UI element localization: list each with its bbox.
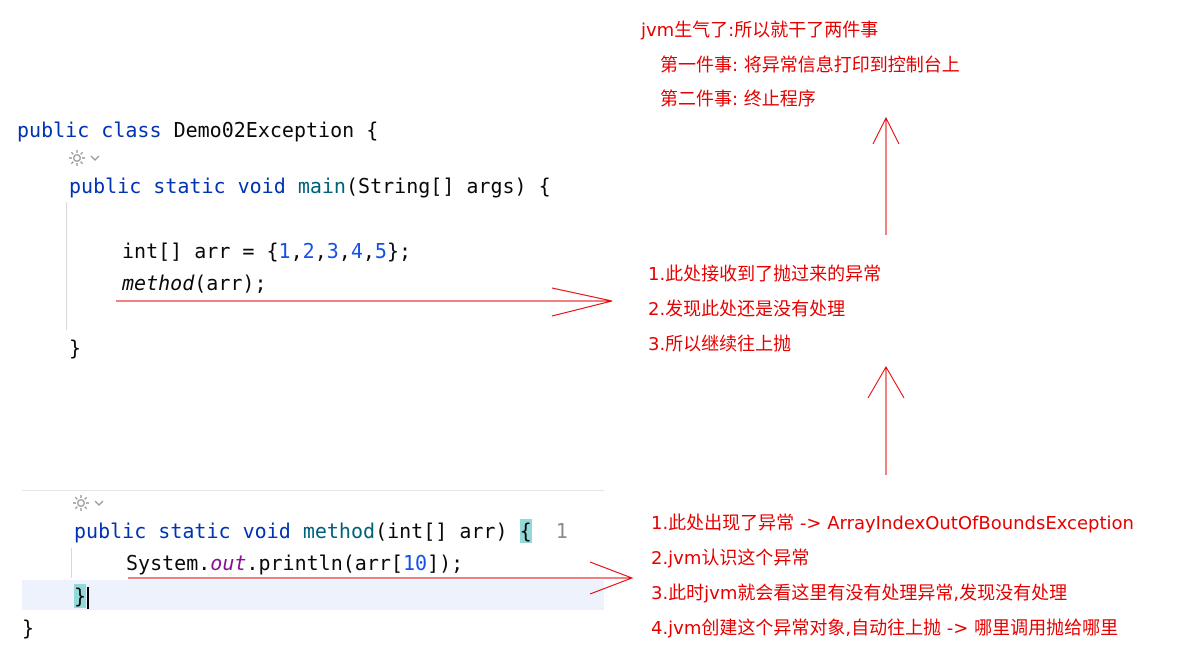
note-bottom-item4: 4.jvm创建这个异常对象,自动往上抛 -> 哪里调用抛给哪里	[651, 618, 1119, 639]
note-top-item2: 第二件事: 终止程序	[660, 89, 816, 110]
system-class: System.	[126, 551, 211, 575]
gear-hint-icon	[69, 150, 85, 166]
note-middle-item1: 1.此处接收到了抛过来的异常	[648, 264, 882, 285]
keyword-static: static	[153, 174, 226, 198]
keyword-public: public	[69, 174, 142, 198]
number-literal: 5	[374, 239, 387, 263]
upper-class-declaration[interactable]: public class Demo02Exception {	[17, 118, 378, 142]
lower-method-closing-brace[interactable]: }	[74, 584, 90, 609]
note-bottom-item2: 2.jvm认识这个异常	[651, 548, 810, 569]
note-bottom-item1: 1.此处出现了异常 -> ArrayIndexOutOfBoundsExcept…	[651, 513, 1134, 534]
indent-guide	[71, 548, 72, 578]
number-literal: 4	[350, 239, 363, 263]
closing-brace: }	[22, 616, 35, 640]
chevron-down-icon	[90, 155, 100, 161]
upper-hint-widget[interactable]	[66, 148, 102, 168]
method-call-name: method	[122, 271, 195, 295]
matched-brace-close: }	[74, 584, 87, 608]
note-middle-item2: 2.发现此处还是没有处理	[648, 299, 846, 320]
main-params: (String[] args) {	[345, 174, 551, 198]
arrow-up-upper-head	[872, 116, 900, 145]
note-top-item1: 第一件事: 将异常信息打印到控制台上	[660, 55, 960, 76]
closing-brace: }	[69, 336, 82, 360]
upper-array-declaration[interactable]: int[] arr = {1,2,3,4,5};	[122, 239, 412, 263]
lower-class-closing-brace[interactable]: }	[22, 616, 34, 640]
text-caret	[87, 586, 90, 609]
lower-println-statement[interactable]: System.out.println(arr[10]);	[126, 551, 463, 575]
keyword-void: void	[242, 519, 291, 543]
upper-main-signature[interactable]: public static void main(String[] args) {	[69, 174, 551, 198]
keyword-public: public	[17, 118, 90, 142]
index-literal: 10	[402, 551, 428, 575]
keyword-class: class	[101, 118, 162, 142]
static-field-out: out	[210, 551, 247, 575]
keyword-void: void	[237, 174, 286, 198]
method-call-args: (arr);	[194, 271, 267, 295]
arrow-right-lower-head	[589, 561, 634, 595]
keyword-public: public	[74, 519, 147, 543]
array-decl-end: };	[386, 239, 412, 263]
gear-hint-icon	[73, 495, 89, 511]
arrow-up-lower-head	[867, 366, 905, 399]
number-literal: 1	[278, 239, 291, 263]
usages-count[interactable]: 1	[555, 519, 568, 543]
note-middle-item3: 3.所以继续往上抛	[648, 334, 792, 355]
method-params: (int[] arr)	[375, 519, 520, 543]
arrow-right-upper-head	[551, 287, 613, 317]
current-line-highlight	[22, 580, 604, 610]
keyword-static: static	[158, 519, 231, 543]
class-name: Demo02Exception {	[173, 118, 379, 142]
editor-section-separator	[22, 490, 604, 491]
note-top-title: jvm生气了:所以就干了两件事	[641, 20, 879, 41]
matched-brace-open: {	[519, 519, 532, 543]
println-call: .println(arr[	[246, 551, 403, 575]
method-name-main: main	[297, 174, 346, 198]
array-decl-start: int[] arr = {	[122, 239, 279, 263]
lower-method-signature[interactable]: public static void method(int[] arr) { 1	[74, 519, 568, 543]
upper-method-call[interactable]: method(arr);	[122, 271, 267, 295]
method-name-method: method	[302, 519, 376, 543]
number-literal: 2	[302, 239, 315, 263]
println-end: ]);	[427, 551, 464, 575]
indent-guide	[66, 202, 67, 330]
chevron-down-icon	[94, 500, 104, 506]
note-bottom-item3: 3.此时jvm就会看这里有没有处理异常,发现没有处理	[651, 583, 1068, 604]
number-literal: 3	[326, 239, 339, 263]
lower-hint-widget[interactable]	[70, 493, 106, 513]
upper-main-closing-brace[interactable]: }	[69, 336, 81, 360]
